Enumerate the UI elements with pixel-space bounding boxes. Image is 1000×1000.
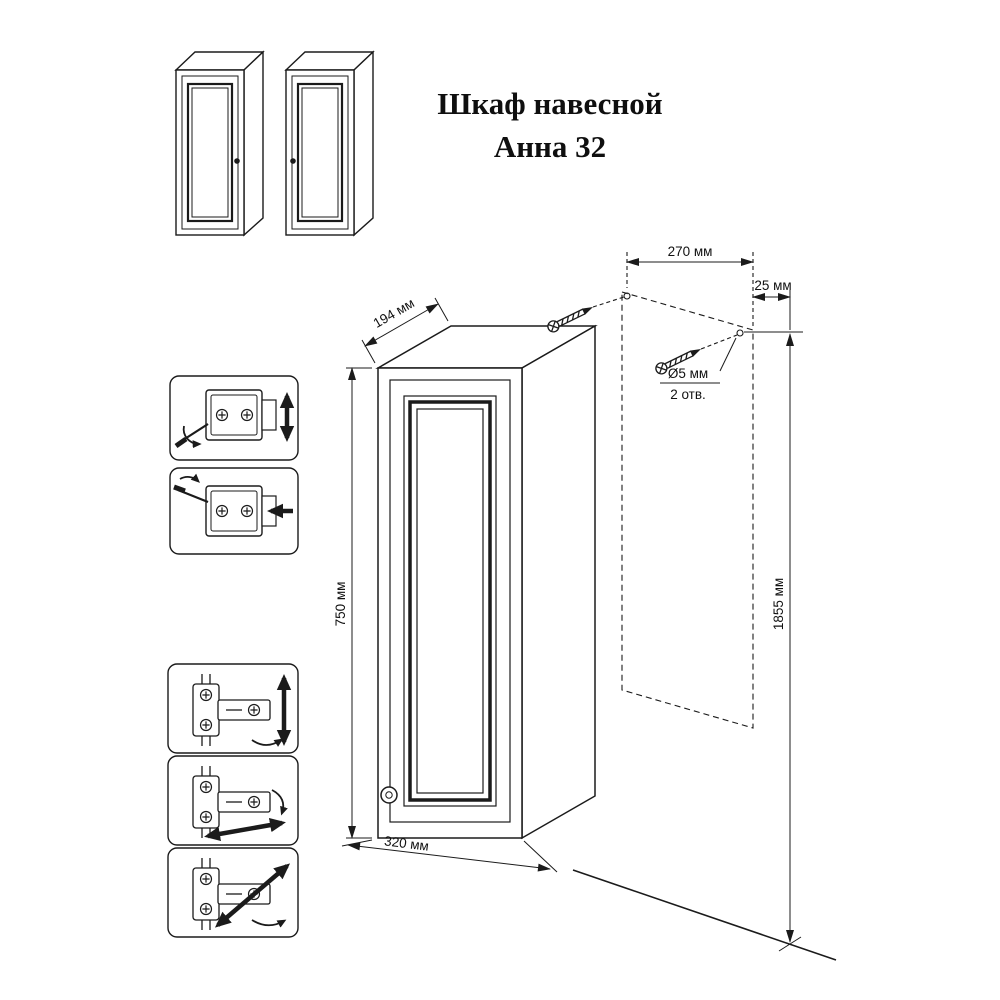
diagonal-adjust-arrow [214,863,291,928]
dim-floor-height-label: 1855 мм [771,578,786,630]
door-catch-adjust-box-2 [169,467,299,555]
dim-height [346,367,372,839]
dim-side-offset-label: 25 мм [754,278,791,293]
hole-diameter-label: Ø5 мм [668,366,708,381]
hinge-adjust-box-vertical [167,663,299,754]
thumb-left-side-face [243,50,264,237]
screw-head-icon [215,408,229,422]
screw-head-icon [215,504,229,518]
dim-depth-label: 194 мм [371,295,417,330]
dim-height-label: 750 мм [333,582,348,627]
dim-screw-spacing-label: 270 мм [668,244,713,259]
rotate-arrow-icon [182,425,202,449]
hole-count-label: 2 отв. [670,387,706,402]
thumb-right-knob [290,158,296,164]
hole-spec-leader [719,337,737,372]
product-title-line1: Шкаф навесной [437,86,663,121]
mount-hole-left [623,292,631,300]
door-catch-adjust-box-1 [169,375,299,461]
floor-line [572,869,837,961]
rotate-arrow-icon [271,789,288,816]
dim-depth [361,297,449,364]
mount-hole-right [736,329,744,337]
cabinet-side-face [521,324,596,840]
door-knob [380,786,398,804]
screw-leader-dashed [592,296,625,308]
dim-width [341,839,558,873]
dim-width-label: 320 мм [383,833,429,853]
thumb-left-knob [234,158,240,164]
hole-spec [660,337,737,384]
screw-head-icon [240,408,254,422]
rotate-arrow-icon [179,473,200,483]
screwdriver-handle [173,484,186,494]
screw-head-icon [240,504,254,518]
rotate-arrow-icon [251,738,284,747]
wall-mount-area [592,252,754,729]
product-title: Шкаф навесной Анна 32 [370,82,730,168]
hinge-adjust-box-depth [167,755,299,846]
door-moulding [408,400,492,802]
hinge-adjust-box-front [167,847,299,938]
main-cabinet-drawing [375,324,598,840]
thumb-right-side-face [353,50,374,237]
product-title-line2: Анна 32 [493,129,607,164]
cabinet-thumbnail-right [284,50,375,237]
screwdriver-handle [174,436,188,449]
dim-side-offset [752,290,791,330]
cabinet-door [389,379,511,823]
cabinet-thumbnail-left [174,50,265,237]
door-panel [416,408,484,794]
rotate-arrow-icon [251,919,287,928]
wall-outline-dashed [621,291,754,729]
sideways-adjust-arrow [204,817,286,842]
